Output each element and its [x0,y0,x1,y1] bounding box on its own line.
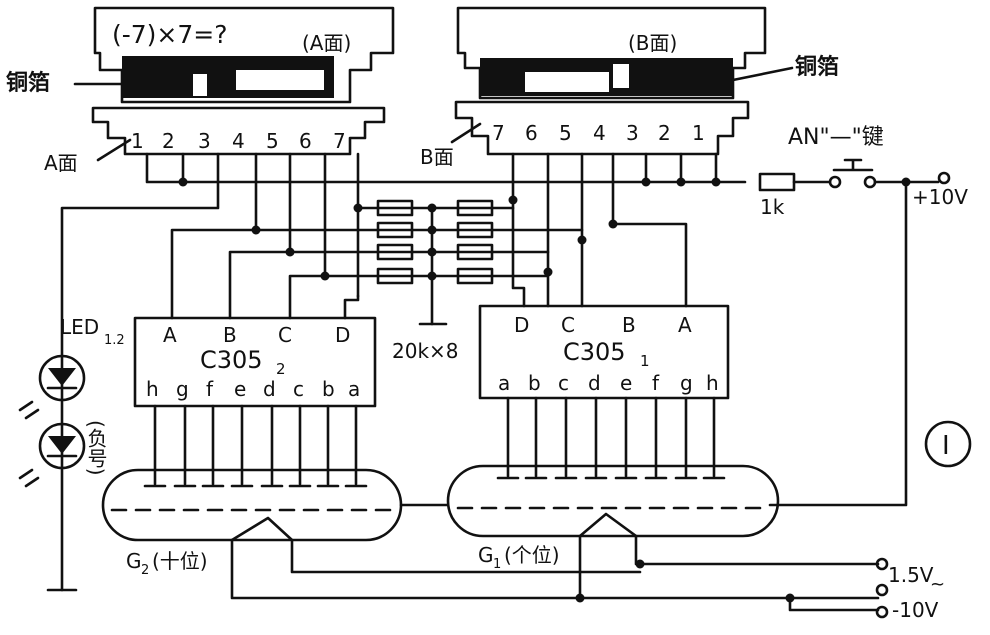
decoder-1-input-d: D [514,313,529,337]
decoder-c305-2: A B C D C305 2 h g f e d c b a [133,316,377,408]
switch-an [828,158,877,189]
tube-g2-label: G [126,549,142,573]
decoder-2-name: C305 [200,346,263,374]
socket-a-pin-3: 3 [198,129,211,153]
socket-b-pin-7: 7 [492,121,505,145]
tube-g2-sub: 2 [141,563,149,578]
supply-plus10-label: +10V [912,185,968,209]
decoder-1-out-g: g [680,371,693,395]
card-a: (-7)×7=? (A面) [93,6,395,104]
decoder-1-name-sub: 1 [640,352,650,370]
decoder-2-out-d: d [263,377,276,401]
decoder-2-out-a: a [348,377,360,401]
socket-b-pin-5: 5 [559,121,572,145]
filament-supply-label: 1.5V [888,563,934,587]
segment-leads [143,396,726,488]
socket-b-pin-1: 1 [692,121,705,145]
filament-ac-label: ~ [930,574,945,595]
decoder-2-input-b: B [223,323,237,347]
decoder-1-input-a: A [678,313,692,337]
socket-b-pin-2: 2 [658,121,671,145]
decoder-2-input-d: D [335,323,350,347]
card-a-face-label: (A面) [302,31,351,55]
decoder-1-out-c: c [558,371,569,395]
tube-g1-sub: 1 [493,557,501,572]
decoder-2-name-sub: 2 [276,360,286,378]
led-label-sub: 1.2 [104,333,125,348]
socket-a-pin-5: 5 [266,129,279,153]
socket-b-pin-3: 3 [626,121,639,145]
led-pair [18,354,86,592]
led-label: LED [60,315,99,339]
decoder-input-wires [170,198,688,320]
resistor-network-label: 20k×8 [392,339,459,363]
minus-sign-label: (负号) [84,420,108,476]
decoder-1-out-e: e [620,371,632,395]
decoder-1-out-h: h [706,371,719,395]
decoder-2-input-a: A [163,323,177,347]
decoder-1-out-a: a [498,371,510,395]
foil-label-right: 铜箔 [795,54,839,80]
tube-g2-suffix: (十位) [152,549,208,573]
socket-b-label: B面 [420,145,454,169]
decoder-2-out-g: g [176,377,189,401]
decoder-2-out-b: b [322,377,335,401]
resistor-1k [758,172,796,192]
resistor-1k-label: 1k [760,195,785,219]
socket-a-pin-2: 2 [162,129,175,153]
figure-number: I [942,431,950,461]
socket-b-pin-6: 6 [525,121,538,145]
card-b-face-label: (B面) [628,31,677,55]
filament-wiring [230,534,889,619]
decoder-1-input-c: C [561,313,575,337]
switch-label: AN"—"键 [788,125,884,150]
socket-a-pin-1: 1 [131,129,144,153]
decoder-2-input-c: C [278,323,292,347]
decoder-1-out-f: f [652,371,660,395]
tube-g1-suffix: (个位) [504,543,560,567]
grid-supply-label: -10V [892,598,939,622]
resistor-network [254,199,584,326]
pin-leads [60,152,747,592]
tube-g1 [446,464,780,538]
decoder-2-out-c: c [293,377,304,401]
socket-a-pin-4: 4 [232,129,245,153]
decoder-1-out-d: d [588,371,601,395]
decoder-2-out-e: e [234,377,246,401]
socket-a: 1 2 3 4 5 6 7 [91,106,386,156]
decoder-2-out-h: h [146,377,159,401]
decoder-1-input-b: B [622,313,636,337]
socket-a-label: A面 [44,151,78,175]
socket-b: 7 6 5 4 3 2 1 [454,100,750,156]
card-a-question: (-7)×7=? [112,20,228,49]
socket-a-pin-7: 7 [333,129,346,153]
decoder-1-name: C305 [563,338,626,366]
foil-label-left: 铜箔 [6,70,50,96]
tube-g1-label: G [478,543,494,567]
socket-a-pin-6: 6 [299,129,312,153]
card-b: (B面) [456,6,767,100]
decoder-2-out-f: f [206,377,214,401]
decoder-1-out-b: b [528,371,541,395]
decoder-c305-1: D C B A C305 1 a b c d e f g h [478,304,730,400]
socket-b-pin-4: 4 [593,121,606,145]
